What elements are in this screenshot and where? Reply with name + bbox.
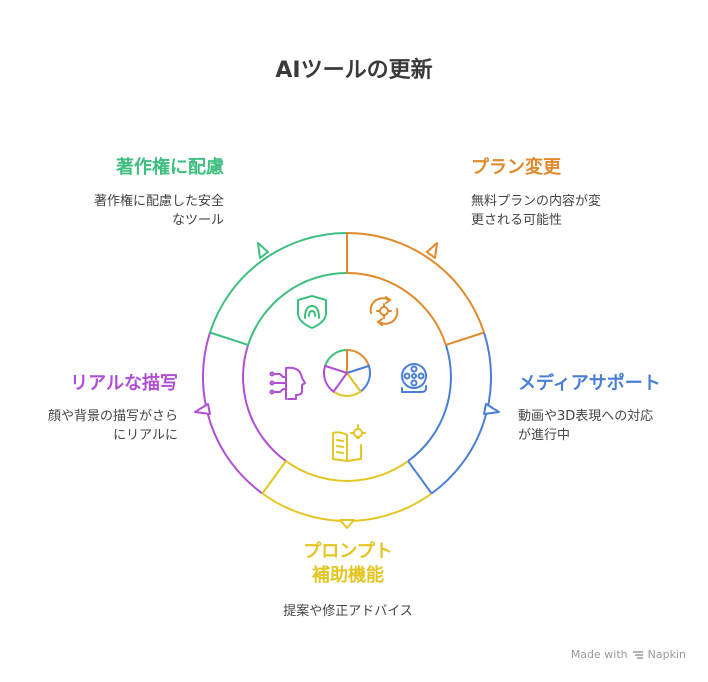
inner-arc-prompt: [285, 460, 409, 482]
desc-line: 動画や3D表現への対応: [518, 409, 654, 424]
label-line: プロンプト: [303, 541, 393, 562]
divider: [261, 460, 287, 495]
desc-copyright: 著作権に配慮した安全 なツール: [94, 192, 224, 230]
label-line: 補助機能: [312, 565, 384, 586]
divider: [209, 331, 249, 346]
divider: [407, 460, 433, 495]
inner-arc-media: [407, 344, 452, 462]
inner-arc-plan: [346, 272, 447, 346]
inner-arc-realistic: [242, 344, 287, 462]
desc-line: なツール: [171, 213, 224, 228]
page-title: AIツールの更新: [275, 58, 433, 83]
label-prompt-assist: プロンプト 補助機能: [248, 540, 448, 588]
outer-arc-realistic: [201, 332, 263, 495]
desc-line: 顔や背景の描写がさら: [47, 409, 178, 424]
napkin-logo-icon: [632, 650, 643, 659]
arrow-tip: [426, 242, 438, 259]
divider: [445, 331, 485, 346]
desc-media-support: 動画や3D表現への対応 が進行中: [518, 407, 653, 445]
desc-realistic: 顔や背景の描写がさら にリアルに: [48, 407, 178, 445]
outer-arc-copyright: [209, 232, 348, 333]
desc-line: が進行中: [518, 428, 571, 443]
footer-brand: Napkin: [647, 648, 686, 661]
inner-arc-copyright: [247, 272, 348, 346]
desc-line: 無料プランの内容が変: [471, 194, 602, 209]
arrow-tip: [194, 403, 211, 415]
ai-head-icon: [269, 366, 306, 400]
arrow-tip: [483, 403, 500, 415]
label-copyright: 著作権に配慮: [116, 157, 224, 178]
label-media-support: メディアサポート: [518, 373, 661, 394]
cycle-gear-icon: [369, 296, 399, 326]
desc-plan-change: 無料プランの内容が変 更される可能性: [471, 192, 601, 230]
label-realistic: リアルな描写: [70, 373, 178, 394]
book-bulb-icon: [332, 424, 366, 462]
footer-made-with: Made with: [570, 648, 628, 661]
arrow-tip: [257, 242, 269, 259]
desc-line: 提案や修正アドバイス: [283, 604, 413, 619]
desc-line: 更される可能性: [471, 213, 563, 228]
outer-arc-media: [431, 332, 493, 495]
desc-prompt-assist: 提案や修正アドバイス: [248, 602, 448, 621]
arrow-tip: [339, 519, 355, 529]
label-plan-change: プラン変更: [471, 157, 561, 178]
outer-arc-prompt: [261, 492, 433, 522]
outer-arc-plan: [346, 232, 485, 333]
desc-line: 著作権に配慮した安全: [93, 194, 224, 209]
film-reel-icon: [401, 363, 427, 393]
shield-icon: [297, 295, 327, 329]
center-pie-realistic: [322, 364, 349, 393]
desc-line: にリアルに: [113, 428, 178, 443]
footer: Made with Napkin: [571, 648, 686, 661]
